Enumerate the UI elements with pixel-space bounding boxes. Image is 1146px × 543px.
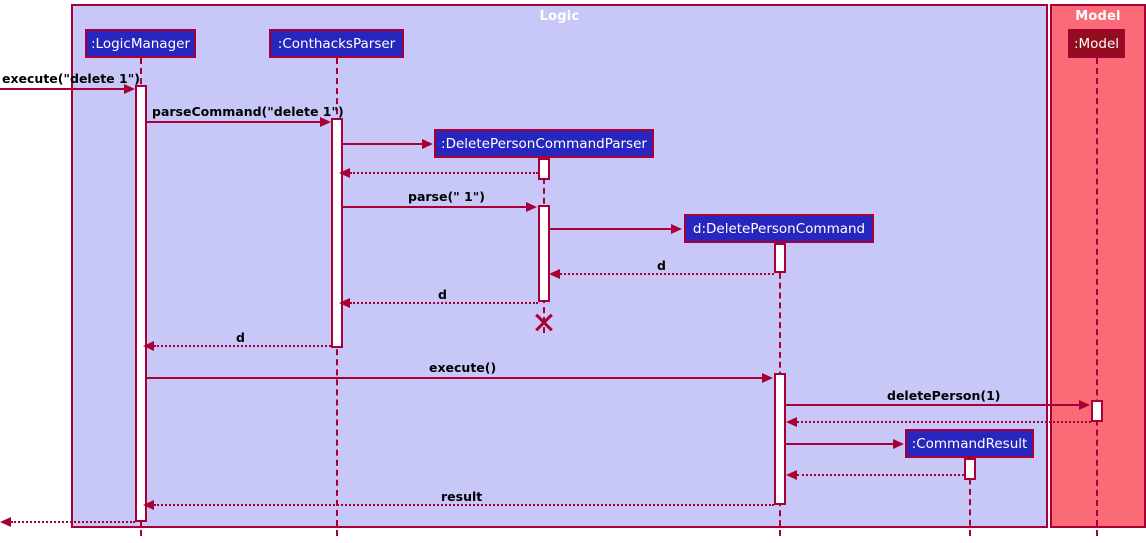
message-arrowhead-m10 — [762, 373, 773, 383]
participant-label-conthacksparser: :ConthacksParser — [277, 35, 396, 52]
participant-logicmanager[interactable]: :LogicManager — [85, 29, 196, 58]
message-line-m8 — [350, 302, 538, 304]
participant-label-deletepersoncommandparser: :DeletePersonCommandParser — [441, 135, 647, 152]
message-line-m2 — [147, 121, 321, 123]
message-line-m11 — [786, 404, 1080, 406]
message-label-m10: execute() — [429, 360, 497, 375]
activation-deletepersoncommand-execute — [774, 373, 786, 505]
activation-model — [1091, 400, 1103, 422]
message-line-m15 — [154, 504, 774, 506]
message-line-m5 — [343, 206, 527, 208]
message-arrowhead-m5 — [526, 202, 537, 212]
message-label-m15: result — [441, 489, 483, 504]
message-label-m8: d — [438, 287, 447, 302]
message-arrowhead-m1 — [124, 84, 135, 94]
package-title-logic: Logic — [539, 9, 580, 24]
message-label-m1: execute("delete 1") — [2, 71, 140, 86]
package-frame-logic: Logic — [71, 4, 1048, 528]
participant-label-logicmanager: :LogicManager — [91, 35, 191, 52]
message-arrowhead-m8 — [339, 298, 350, 308]
activation-deletepersoncommandparser-create — [538, 158, 550, 180]
message-label-m7: d — [657, 258, 666, 273]
message-arrowhead-m12 — [786, 417, 797, 427]
message-line-m16 — [11, 521, 135, 523]
lifeline-model — [1096, 58, 1098, 536]
message-label-m11: deletePerson(1) — [887, 388, 1001, 403]
message-label-m9: d — [236, 330, 245, 345]
message-line-m9 — [154, 345, 331, 347]
package-frame-model: Model — [1050, 4, 1146, 528]
message-line-m3 — [343, 143, 423, 145]
message-line-m4 — [350, 172, 538, 174]
participant-commandresult[interactable]: :CommandResult — [905, 429, 1034, 458]
lifeline-commandresult — [969, 458, 971, 536]
activation-conthacksparser — [331, 118, 343, 348]
message-arrowhead-m4 — [339, 168, 350, 178]
participant-deletepersoncommand[interactable]: d:DeletePersonCommand — [684, 214, 874, 243]
message-arrowhead-m14 — [786, 470, 797, 480]
destroy-marker-deletepersoncommandparser — [533, 310, 555, 332]
message-line-m14 — [797, 474, 964, 476]
message-arrowhead-m15 — [143, 500, 154, 510]
message-line-m10 — [147, 377, 763, 379]
message-line-m6 — [550, 228, 672, 230]
activation-logicmanager — [135, 85, 147, 522]
message-arrowhead-m9 — [143, 341, 154, 351]
message-arrowhead-m2 — [320, 117, 331, 127]
message-line-m12 — [797, 421, 1091, 423]
message-label-m5: parse(" 1") — [408, 189, 485, 204]
activation-deletepersoncommandparser-parse — [538, 205, 550, 302]
participant-label-commandresult: :CommandResult — [911, 435, 1028, 452]
activation-commandresult — [964, 458, 976, 480]
participant-label-model: :Model — [1073, 35, 1120, 52]
message-arrowhead-m6 — [671, 224, 682, 234]
participant-conthacksparser[interactable]: :ConthacksParser — [269, 29, 404, 58]
participant-model[interactable]: :Model — [1068, 29, 1125, 58]
message-label-m2: parseCommand("delete 1") — [152, 104, 344, 119]
message-line-m7 — [560, 273, 774, 275]
package-title-model: Model — [1075, 9, 1121, 24]
activation-deletepersoncommand-create — [774, 243, 786, 273]
message-arrowhead-m7 — [549, 269, 560, 279]
message-arrowhead-m3 — [422, 139, 433, 149]
message-line-m13 — [786, 443, 894, 445]
participant-deletepersoncommandparser[interactable]: :DeletePersonCommandParser — [434, 129, 654, 158]
message-arrowhead-m13 — [893, 439, 904, 449]
message-arrowhead-m16 — [0, 517, 11, 527]
message-arrowhead-m11 — [1079, 400, 1090, 410]
message-line-m1 — [0, 88, 124, 90]
participant-label-deletepersoncommand: d:DeletePersonCommand — [692, 220, 866, 237]
